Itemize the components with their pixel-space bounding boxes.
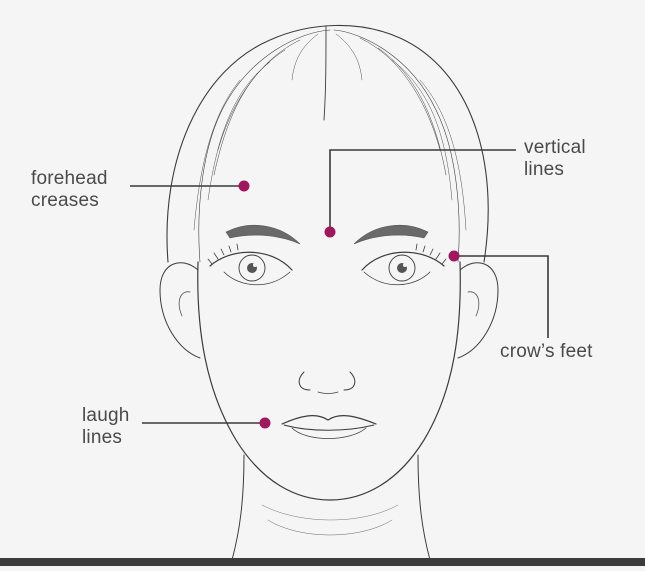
label-line: vertical: [524, 137, 586, 159]
label-line: lines: [82, 427, 130, 449]
label-line: laugh: [82, 405, 130, 427]
left-ear-inner: [179, 292, 190, 316]
hair-strand: [420, 80, 466, 230]
hair-strand: [378, 48, 446, 175]
bottom-bar: [0, 558, 645, 566]
nose-left: [299, 372, 310, 390]
face-outline: [198, 262, 461, 500]
left-eyebrow: [226, 225, 300, 244]
marker-vertical-lines: [325, 227, 336, 238]
hair-outline: [167, 25, 488, 262]
lip-line: [284, 425, 374, 430]
label-line: forehead: [31, 168, 108, 190]
nose-bottom: [318, 392, 338, 394]
nose-right: [344, 372, 355, 390]
label-laugh-lines: laugh lines: [82, 405, 130, 449]
neck-shade: [268, 520, 392, 535]
hair-strand: [214, 50, 285, 175]
hair-parting: [324, 26, 326, 120]
right-ear-inner: [468, 292, 479, 316]
hair-strand: [208, 62, 270, 200]
hair-strand: [292, 34, 318, 80]
label-line: creases: [31, 190, 108, 212]
label-crows-feet: crow’s feet: [500, 341, 593, 363]
lower-lip: [292, 428, 366, 439]
right-eye-lower: [364, 272, 430, 285]
neck-shade: [262, 505, 398, 520]
neck-right: [418, 455, 430, 560]
label-line: lines: [524, 159, 586, 181]
marker-laugh-lines: [260, 418, 271, 429]
label-line: crow’s feet: [500, 341, 593, 363]
label-forehead-creases: forehead creases: [31, 168, 108, 212]
hair-strand: [336, 34, 362, 80]
leader-crows-feet: [454, 256, 548, 338]
left-eye-lower: [224, 272, 290, 285]
label-vertical-lines: vertical lines: [524, 137, 586, 181]
upper-lip: [282, 416, 376, 424]
marker-crows-feet: [449, 251, 460, 262]
right-eyebrow: [354, 225, 428, 244]
hair-strand: [392, 60, 452, 200]
neck-left: [232, 455, 244, 560]
marker-forehead-creases: [239, 181, 250, 192]
